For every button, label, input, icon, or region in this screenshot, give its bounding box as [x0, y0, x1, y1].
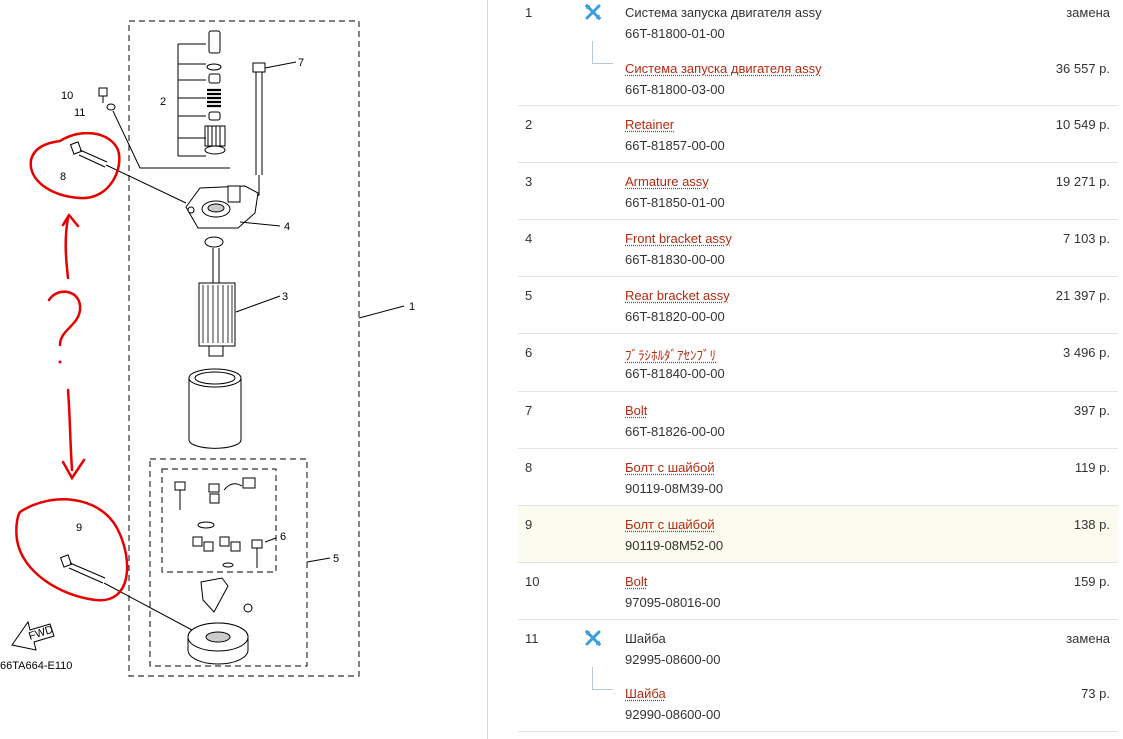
bolt-8: [69, 141, 108, 168]
table-row: 10 Bolt 159 р. 97095-08016-00: [518, 563, 1118, 620]
part-code: 66T-81850-01-00: [625, 195, 725, 210]
table-row: 5 Rear bracket assy 21 397 р. 66T-81820-…: [518, 277, 1118, 334]
part-number: 9: [525, 517, 533, 532]
part-price: 36 557 р.: [1055, 61, 1110, 76]
part-number: 1: [525, 5, 533, 20]
brush-holder-parts: [174, 477, 263, 568]
part-number: 10: [525, 574, 540, 589]
parts-list: 1 Система запуска двигателя assy замена …: [518, 0, 1118, 732]
part-code: 66T-81800-03-00: [625, 82, 725, 97]
part-link[interactable]: Bolt: [625, 574, 648, 589]
table-row: 7 Bolt 397 р. 66T-81826-00-00: [518, 392, 1118, 449]
callout-11: 11: [74, 107, 85, 119]
part-price: 7 103 р.: [1063, 231, 1110, 246]
part-number: 7: [525, 403, 533, 418]
part-price: 159 р.: [1073, 574, 1110, 589]
callout-9: 9: [76, 522, 82, 534]
part-code: 66T-81820-00-00: [625, 309, 725, 324]
rear-bracket: [187, 577, 253, 665]
part-number: 5: [525, 288, 533, 303]
long-bolt: [252, 62, 266, 175]
part-code: 66T-81826-00-00: [625, 424, 725, 439]
part-price: 21 397 р.: [1055, 288, 1110, 303]
part-price: 10 549 р.: [1055, 117, 1110, 132]
table-row: 2 Retainer 10 549 р. 66T-81857-00-00: [518, 106, 1118, 163]
part-link[interactable]: Rear bracket assy: [625, 288, 730, 303]
part-link[interactable]: ﾌﾞﾗｼﾎﾙﾀﾞｱｾﾝﾌﾞﾘ: [625, 348, 716, 363]
table-row: 6 ﾌﾞﾗｼﾎﾙﾀﾞｱｾﾝﾌﾞﾘ 3 496 р. 66T-81840-00-0…: [518, 334, 1118, 392]
part-number: 3: [525, 174, 533, 189]
diagram-code: 66TA664-E110: [0, 660, 72, 672]
callout-5: 5: [333, 553, 339, 565]
part-link[interactable]: Шайба: [625, 686, 666, 701]
annotation-dot: [58, 360, 62, 364]
callout-7: 7: [298, 57, 304, 69]
exchange-icon[interactable]: [584, 3, 602, 21]
fwd-arrow-icon: FWD: [11, 620, 55, 651]
exchange-icon[interactable]: [584, 629, 602, 647]
table-row-highlighted: 9 Болт с шайбой 138 р. 90119-08M52-00: [518, 506, 1118, 563]
part-price: 19 271 р.: [1055, 174, 1110, 189]
table-row: 8 Болт с шайбой 119 р. 90119-08M39-00: [518, 449, 1118, 506]
retainer-parts: [204, 30, 226, 155]
part-code: 92995-08600-00: [625, 652, 721, 667]
part-status: замена: [1066, 5, 1110, 20]
callout-3: 3: [282, 291, 288, 303]
part-link[interactable]: Болт с шайбой: [625, 460, 715, 475]
part-code: 66T-81800-01-00: [625, 26, 725, 41]
part-code: 66T-81830-00-00: [625, 252, 725, 267]
part-link[interactable]: Система запуска двигателя assy: [625, 61, 822, 76]
replacement-connector: [592, 667, 613, 690]
part-name: Шайба: [625, 631, 666, 646]
table-row: 4 Front bracket assy 7 103 р. 66T-81830-…: [518, 220, 1118, 277]
part-price: 3 496 р.: [1063, 345, 1110, 360]
part-number: 8: [525, 460, 533, 475]
part-code: 97095-08016-00: [625, 595, 721, 610]
part-name: Система запуска двигателя assy: [625, 5, 822, 20]
part-code: 66T-81857-00-00: [625, 138, 725, 153]
table-row: 3 Armature assy 19 271 р. 66T-81850-01-0…: [518, 163, 1118, 220]
part-code: 90119-08M52-00: [625, 538, 724, 553]
part-number: 4: [525, 231, 533, 246]
bolt-9: [59, 554, 106, 584]
part-link[interactable]: Болт с шайбой: [625, 517, 715, 532]
part-number: 11: [525, 631, 539, 646]
part-price: 397 р.: [1073, 403, 1110, 418]
yoke: [188, 368, 242, 449]
part-link[interactable]: Bolt: [625, 403, 648, 418]
callout-2: 2: [160, 96, 166, 108]
part-link[interactable]: Front bracket assy: [625, 231, 732, 246]
table-row: 11 Шайба замена 92995-08600-00 Шайба 73 …: [518, 620, 1118, 732]
parts-diagram: FWD 2 3 4 5 6 7 8 9 10 11 1 66TA664-E110: [0, 20, 415, 677]
part-number: 2: [525, 117, 533, 132]
panel-divider: [487, 0, 488, 739]
part-price: 73 р.: [1081, 686, 1110, 701]
replacement-connector: [592, 41, 613, 64]
callout-4: 4: [284, 221, 290, 233]
part-code: 66T-81840-00-00: [625, 366, 725, 381]
part-status: замена: [1066, 631, 1110, 646]
table-row: 1 Система запуска двигателя assy замена …: [518, 0, 1118, 106]
part-code: 90119-08M39-00: [625, 481, 724, 496]
armature: [198, 248, 236, 357]
part-code: 92990-08600-00: [625, 707, 721, 722]
callout-8: 8: [60, 171, 66, 183]
part-price: 138 р.: [1073, 517, 1110, 532]
part-link[interactable]: Armature assy: [625, 174, 709, 189]
part-price: 119 р.: [1074, 460, 1110, 475]
red-annotations: [15, 131, 129, 602]
callout-6: 6: [280, 531, 286, 543]
part-link[interactable]: Retainer: [625, 117, 675, 132]
front-bracket: [185, 185, 259, 229]
part-number: 6: [525, 345, 533, 360]
callout-1: 1: [409, 301, 415, 313]
callout-10: 10: [61, 90, 73, 102]
